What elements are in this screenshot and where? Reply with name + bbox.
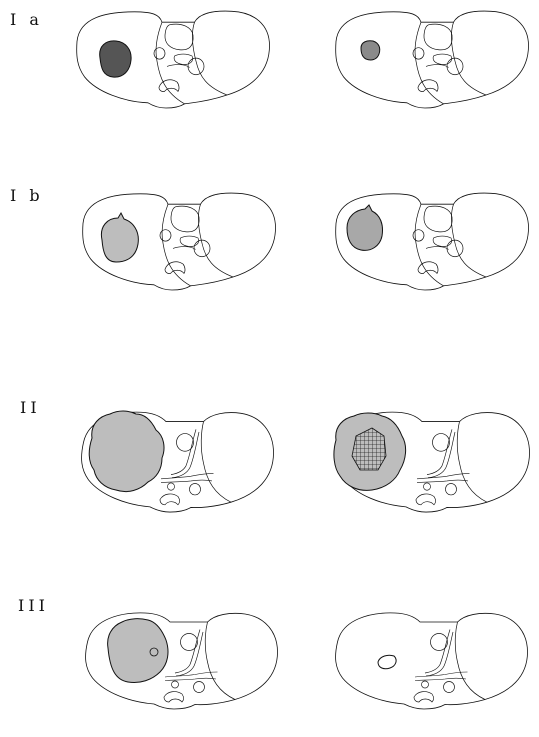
tumor-ia-left bbox=[100, 41, 131, 77]
tumor-ib-right bbox=[347, 205, 383, 250]
section-ia-right bbox=[336, 11, 529, 108]
section-iii-right bbox=[336, 613, 528, 709]
tumor-iii-left bbox=[108, 619, 168, 683]
tumor-ib-left bbox=[101, 213, 138, 262]
tumor-ii-left bbox=[89, 411, 164, 492]
tumor-ia-right bbox=[361, 41, 380, 60]
residual-scar-iii-right bbox=[378, 655, 396, 669]
